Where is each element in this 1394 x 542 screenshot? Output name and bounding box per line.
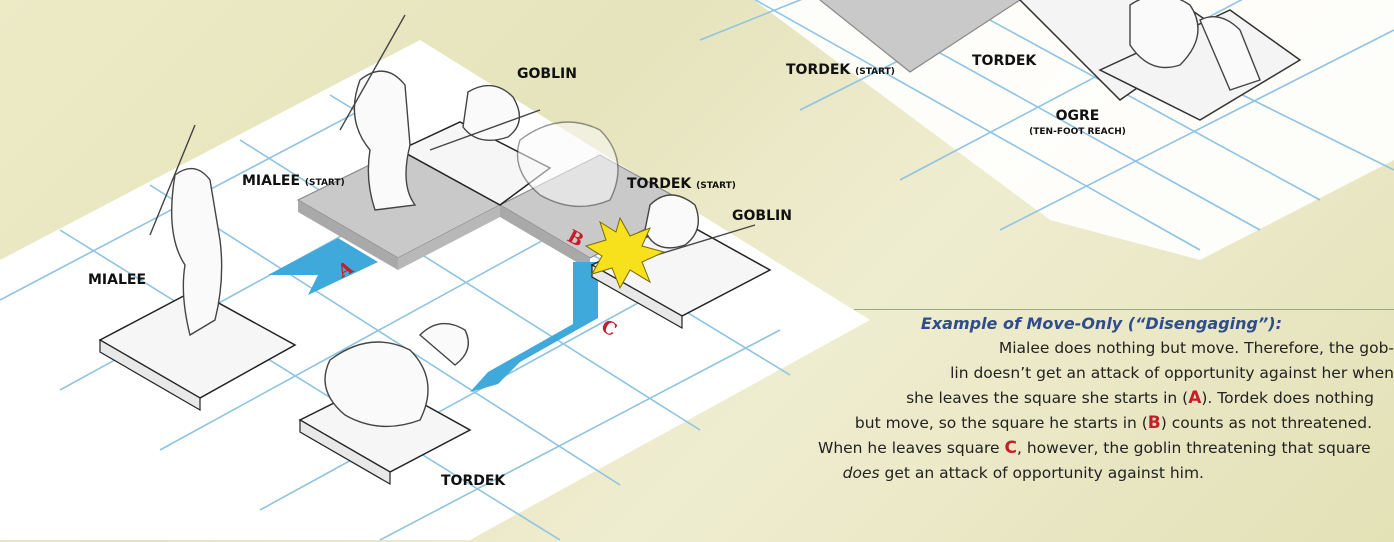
- label-tordek-right: TORDEK: [972, 53, 1036, 69]
- caption-line-3: she leaves the square she starts in (A).…: [834, 386, 1374, 411]
- caption-line-5-end: , however, the goblin threatening that s…: [1017, 439, 1371, 457]
- label-tordek-right-start: TORDEK (START): [786, 62, 895, 78]
- label-ogre: OGRE (TEN-FOOT REACH): [1015, 109, 1140, 139]
- label-tordek-start: TORDEK (START): [627, 176, 736, 192]
- caption-line-6-text: get an attack of opportunity against him…: [880, 464, 1204, 482]
- label-mialee-start-tag: (START): [305, 178, 345, 188]
- caption-line-6: does get an attack of opportunity agains…: [664, 461, 1204, 486]
- goblin-right-figure: [645, 195, 698, 248]
- caption-letter-b: B: [1148, 413, 1161, 433]
- caption-letter-a: A: [1188, 388, 1201, 408]
- caption-title: Example of Move-Only (“Disengaging”):: [854, 311, 1394, 336]
- label-tordek-right-start-name: TORDEK: [786, 62, 850, 78]
- caption-letter-c: C: [1005, 438, 1017, 458]
- label-tordek-start-name: TORDEK: [627, 176, 691, 192]
- caption-emphasis-does: does: [843, 464, 880, 482]
- caption-rule: [854, 309, 1394, 310]
- label-mialee-start: MIALEE (START): [242, 173, 345, 189]
- label-goblin-top: GOBLIN: [517, 66, 577, 82]
- label-ogre-name: OGRE: [1056, 108, 1100, 124]
- label-ogre-tag: (TEN-FOOT REACH): [1029, 127, 1126, 137]
- label-goblin-right: GOBLIN: [732, 208, 792, 224]
- caption-line-4-text: but move, so the square he starts in (: [855, 414, 1148, 432]
- label-tordek-start-tag: (START): [696, 181, 736, 191]
- label-tordek: TORDEK: [441, 473, 505, 489]
- caption-line-3-end: ). Tordek does nothing: [1201, 389, 1374, 407]
- goblin-top-figure: [463, 86, 519, 141]
- caption-line-4-end: ) counts as not threatened.: [1161, 414, 1372, 432]
- label-mialee: MIALEE: [88, 272, 146, 288]
- caption-line-5-text: When he leaves square: [818, 439, 1005, 457]
- caption-line-2: lin doesn’t get an attack of opportunity…: [854, 361, 1394, 386]
- label-mialee-start-name: MIALEE: [242, 173, 300, 189]
- caption-line-3-text: she leaves the square she starts in (: [906, 389, 1188, 407]
- caption-block: Example of Move-Only (“Disengaging”): Mi…: [854, 311, 1394, 486]
- caption-line-4: but move, so the square he starts in (B)…: [832, 411, 1372, 436]
- label-tordek-right-start-tag: (START): [855, 67, 895, 77]
- caption-line-1: Mialee does nothing but move. Therefore,…: [854, 336, 1394, 361]
- caption-line-5: When he leaves square C, however, the go…: [818, 436, 1358, 461]
